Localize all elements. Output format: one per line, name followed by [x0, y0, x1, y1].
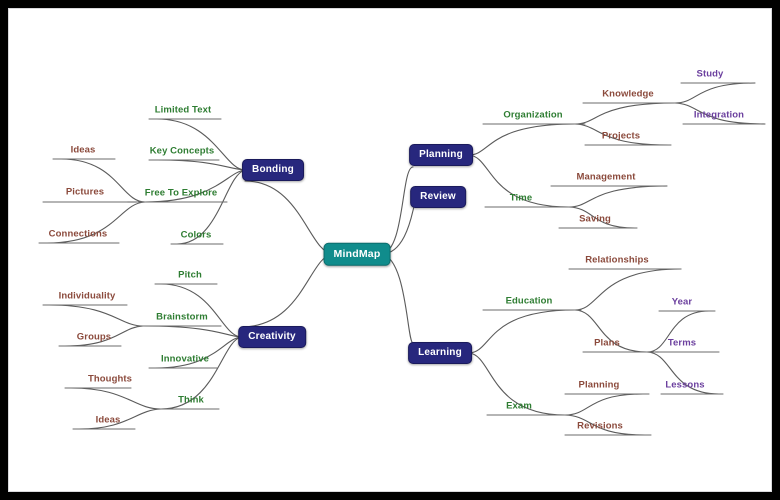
- mindmap-label-free-to-explore[interactable]: Free To Explore: [144, 187, 218, 199]
- connector-path: [48, 304, 144, 327]
- label-underlines: [38, 82, 762, 436]
- connector-curves: [46, 82, 766, 436]
- connector-path: [70, 387, 162, 410]
- mindmap-label-projects[interactable]: Projects: [601, 130, 641, 142]
- mindmap-node-review[interactable]: Review: [410, 186, 466, 208]
- connector-path: [468, 123, 576, 156]
- mindmap-label-innovative[interactable]: Innovative: [161, 353, 209, 365]
- connector-path: [574, 268, 682, 311]
- mindmap-label-individuality[interactable]: Individuality: [58, 290, 116, 302]
- connector-path: [564, 393, 644, 416]
- mindmap-node-learning[interactable]: Learning: [408, 342, 472, 364]
- mindmap-node-creativity[interactable]: Creativity: [238, 326, 306, 348]
- connector-path: [674, 82, 756, 104]
- mindmap-node-bonding[interactable]: Bonding: [242, 159, 304, 181]
- mindmap-label-education[interactable]: Education: [505, 295, 553, 307]
- mindmap-label-thoughts[interactable]: Thoughts: [87, 373, 133, 385]
- mindmap-label-management[interactable]: Management: [576, 171, 636, 183]
- mindmap-label-terms[interactable]: Terms: [667, 337, 697, 349]
- mindmap-label-pitch[interactable]: Pitch: [178, 269, 202, 281]
- mindmap-label-pictures[interactable]: Pictures: [65, 186, 105, 198]
- mindmap-label-plans[interactable]: Plans: [594, 337, 620, 349]
- connector-path: [380, 166, 414, 255]
- mindmap-label-ideas[interactable]: Ideas: [95, 414, 121, 426]
- mindmap-label-limited-text[interactable]: Limited Text: [154, 104, 212, 116]
- mindmap-label-lessons[interactable]: Lessons: [665, 379, 705, 391]
- mindmap-label-planning[interactable]: Planning: [578, 379, 620, 391]
- mindmap-label-groups[interactable]: Groups: [76, 331, 112, 343]
- mindmap-label-study[interactable]: Study: [696, 68, 724, 80]
- connector-path: [380, 253, 414, 344]
- mindmap-label-revisions[interactable]: Revisions: [577, 420, 623, 432]
- mindmap-label-think[interactable]: Think: [178, 394, 204, 406]
- mindmap-node-planning[interactable]: Planning: [409, 144, 473, 166]
- mindmap-label-colors[interactable]: Colors: [180, 229, 212, 241]
- mindmap-label-organization[interactable]: Organization: [503, 109, 563, 121]
- connector-path: [156, 159, 246, 171]
- mindmap-label-integration[interactable]: Integration: [693, 109, 745, 121]
- mindmap-label-connections[interactable]: Connections: [48, 228, 108, 240]
- mindmap-label-saving[interactable]: Saving: [579, 213, 611, 225]
- mindmap-label-brainstorm[interactable]: Brainstorm: [156, 311, 208, 323]
- connector-path: [142, 325, 242, 338]
- mindmap-label-time[interactable]: Time: [509, 192, 533, 204]
- mindmap-label-ideas[interactable]: Ideas: [70, 144, 96, 156]
- connector-path: [468, 309, 576, 354]
- mindmap-label-relationships[interactable]: Relationships: [585, 254, 649, 266]
- mindmap-label-exam[interactable]: Exam: [506, 400, 532, 412]
- mindmap-label-knowledge[interactable]: Knowledge: [602, 88, 654, 100]
- connector-path: [240, 253, 334, 328]
- mindmap-label-key-concepts[interactable]: Key Concepts: [149, 145, 215, 157]
- mindmap-label-year[interactable]: Year: [671, 296, 693, 308]
- mindmap-root-node[interactable]: MindMap: [323, 242, 391, 266]
- connector-path: [568, 185, 668, 208]
- connector-path: [244, 180, 334, 255]
- connector-path: [574, 102, 676, 125]
